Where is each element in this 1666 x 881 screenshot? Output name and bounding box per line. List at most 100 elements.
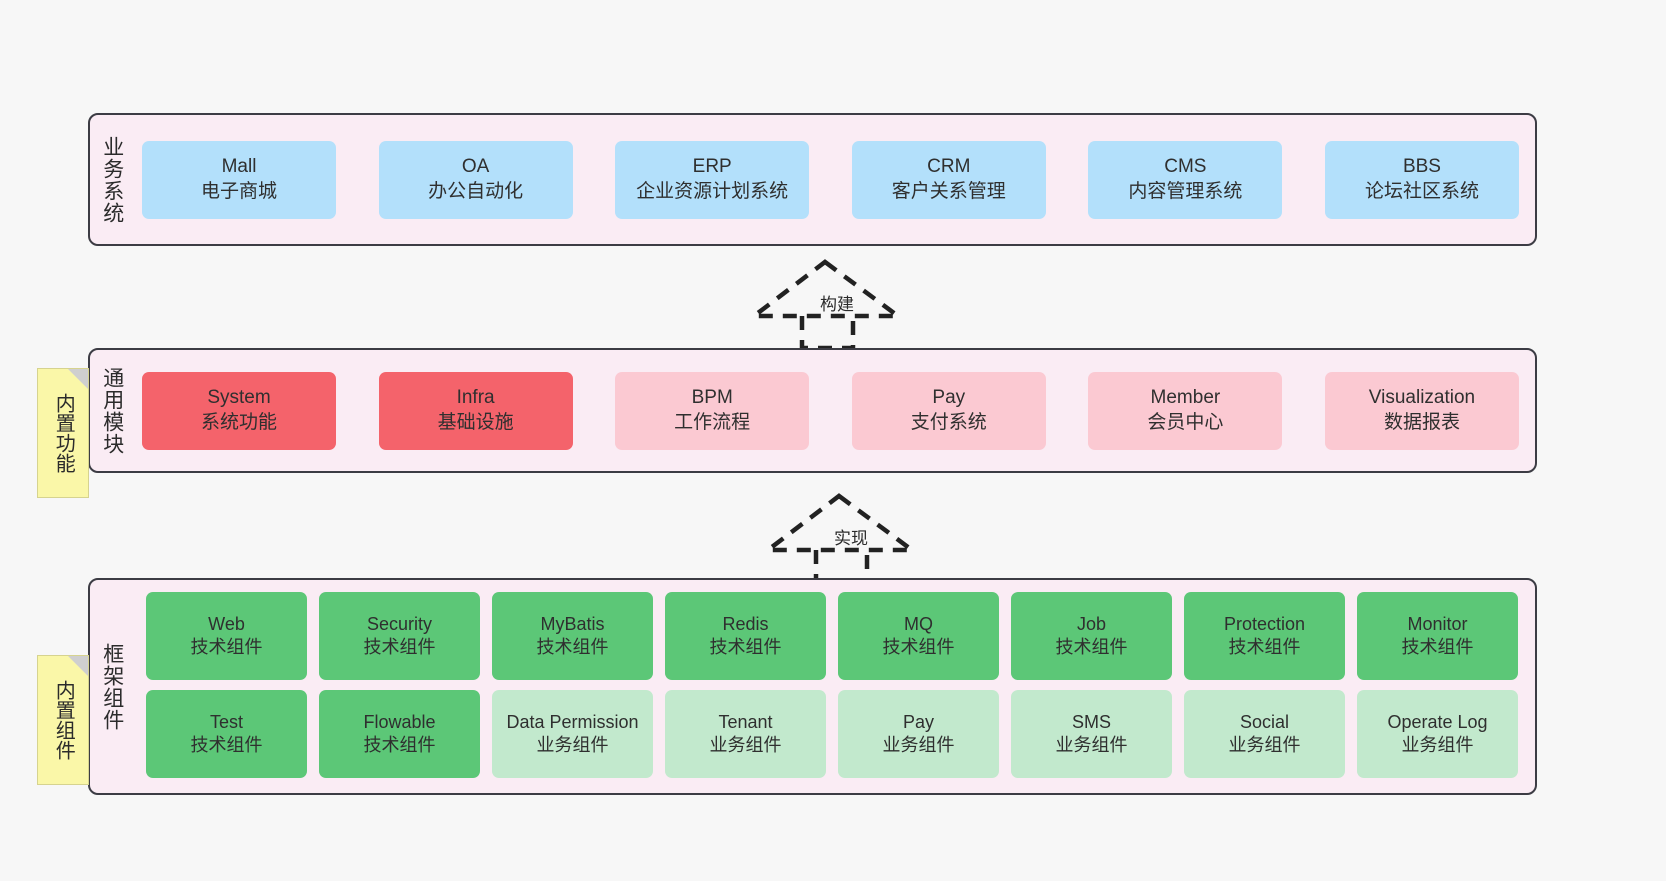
node-subtitle: 支付系统 [910, 411, 987, 433]
layer-title-module: 通用模块 [100, 366, 124, 455]
node-subtitle: 技术组件 [190, 735, 263, 755]
node-redis[interactable]: Redis 技术组件 [665, 592, 826, 680]
node-mall[interactable]: Mall 电子商城 [142, 140, 336, 219]
node-title: OA [461, 156, 490, 178]
node-title: Test [209, 711, 243, 732]
node-title: Flowable [363, 711, 436, 732]
node-subtitle: 业务组件 [882, 735, 955, 755]
node-title: CRM [927, 156, 971, 178]
node-title: SMS [1071, 711, 1111, 732]
node-title: BPM [691, 387, 733, 409]
node-title: Redis [722, 613, 769, 634]
node-title: Job [1076, 613, 1107, 634]
node-job[interactable]: Job 技术组件 [1011, 592, 1172, 680]
node-pay-biz[interactable]: Pay 业务组件 [838, 690, 999, 778]
node-title: Pay [932, 387, 966, 409]
arrow-implement: 实现 [761, 492, 926, 585]
framework-grid: Web 技术组件 Security 技术组件 MyBatis 技术组件 Redi… [146, 592, 1518, 778]
node-subtitle: 业务组件 [1055, 735, 1128, 755]
note-fold-icon [68, 369, 88, 389]
node-subtitle: 技术组件 [536, 637, 609, 657]
node-test[interactable]: Test 技术组件 [146, 690, 307, 778]
node-erp[interactable]: ERP 企业资源计划系统 [615, 140, 810, 219]
node-subtitle: 内容管理系统 [1128, 180, 1243, 202]
node-crm[interactable]: CRM 客户关系管理 [851, 140, 1046, 219]
layer-framework-components: 框架组件 Web 技术组件 Security 技术组件 MyBatis 技术组件… [88, 578, 1537, 795]
node-subtitle: 电子商城 [200, 180, 277, 202]
node-subtitle: 业务组件 [536, 735, 609, 755]
layer-body-framework: Web 技术组件 Security 技术组件 MyBatis 技术组件 Redi… [134, 580, 1535, 793]
layer-business-systems: 业务系统 Mall 电子商城 OA 办公自动化 ERP 企业资源计划系统 CRM… [88, 113, 1537, 246]
node-subtitle: 会员中心 [1147, 411, 1224, 433]
node-protection[interactable]: Protection 技术组件 [1184, 592, 1345, 680]
sticky-note-builtin-function: 内置功能 [37, 368, 89, 498]
node-flowable[interactable]: Flowable 技术组件 [319, 690, 480, 778]
node-member[interactable]: Member 会员中心 [1088, 371, 1283, 450]
node-subtitle: 数据报表 [1383, 411, 1460, 433]
node-subtitle: 技术组件 [709, 637, 782, 657]
node-title: MQ [904, 613, 933, 634]
node-subtitle: 客户关系管理 [891, 180, 1006, 202]
node-title: Monitor [1407, 613, 1468, 634]
node-pay[interactable]: Pay 支付系统 [851, 371, 1046, 450]
node-sms[interactable]: SMS 业务组件 [1011, 690, 1172, 778]
node-subtitle: 技术组件 [882, 637, 955, 657]
node-title: Protection [1223, 613, 1306, 634]
node-monitor[interactable]: Monitor 技术组件 [1357, 592, 1518, 680]
node-title: System [207, 387, 271, 409]
node-bpm[interactable]: BPM 工作流程 [615, 371, 810, 450]
node-title: Tenant [718, 711, 773, 732]
node-data-permission[interactable]: Data Permission 业务组件 [492, 690, 653, 778]
node-title: Web [208, 613, 245, 634]
arrow-implement-label: 实现 [834, 529, 868, 548]
node-subtitle: 技术组件 [363, 637, 436, 657]
node-title: Pay [902, 711, 935, 732]
node-web[interactable]: Web 技术组件 [146, 592, 307, 680]
node-subtitle: 业务组件 [709, 735, 782, 755]
node-title: Visualization [1368, 387, 1476, 409]
layer-body-module: System 系统功能 Infra 基础设施 BPM 工作流程 Pay 支付系统… [134, 350, 1535, 471]
note-text: 内置组件 [52, 680, 75, 760]
node-oa[interactable]: OA 办公自动化 [378, 140, 573, 219]
node-subtitle: 技术组件 [1228, 637, 1301, 657]
node-title: MyBatis [540, 613, 605, 634]
layer-title-framework: 框架组件 [100, 642, 124, 731]
node-system[interactable]: System 系统功能 [142, 371, 336, 450]
node-cms[interactable]: CMS 内容管理系统 [1088, 140, 1283, 219]
node-subtitle: 技术组件 [190, 637, 263, 657]
node-security[interactable]: Security 技术组件 [319, 592, 480, 680]
node-title: Data Permission [506, 711, 639, 732]
node-subtitle: 技术组件 [1055, 637, 1128, 657]
node-subtitle: 技术组件 [1401, 637, 1474, 657]
note-fold-icon [68, 656, 88, 676]
arrow-build: 构建 [747, 258, 912, 351]
node-subtitle: 系统功能 [200, 411, 277, 433]
node-subtitle: 办公自动化 [428, 180, 524, 202]
node-mq[interactable]: MQ 技术组件 [838, 592, 999, 680]
node-title: BBS [1402, 156, 1441, 178]
node-title: Mall [221, 156, 257, 178]
note-text: 内置功能 [52, 393, 75, 473]
node-social[interactable]: Social 业务组件 [1184, 690, 1345, 778]
sticky-note-builtin-component: 内置组件 [37, 655, 89, 785]
node-title: ERP [692, 156, 732, 178]
node-subtitle: 业务组件 [1228, 735, 1301, 755]
layer-title-business: 业务系统 [100, 135, 124, 224]
node-title: CMS [1164, 156, 1207, 178]
node-subtitle: 基础设施 [437, 411, 514, 433]
node-title: Operate Log [1387, 711, 1488, 732]
node-infra[interactable]: Infra 基础设施 [378, 371, 573, 450]
node-bbs[interactable]: BBS 论坛社区系统 [1324, 140, 1519, 219]
node-title: Infra [456, 387, 495, 409]
node-visualization[interactable]: Visualization 数据报表 [1324, 371, 1519, 450]
node-operate-log[interactable]: Operate Log 业务组件 [1357, 690, 1518, 778]
node-subtitle: 业务组件 [1401, 735, 1474, 755]
layer-body-business: Mall 电子商城 OA 办公自动化 ERP 企业资源计划系统 CRM 客户关系… [134, 115, 1535, 244]
node-mybatis[interactable]: MyBatis 技术组件 [492, 592, 653, 680]
node-subtitle: 企业资源计划系统 [636, 180, 789, 202]
node-subtitle: 论坛社区系统 [1364, 180, 1479, 202]
node-subtitle: 工作流程 [674, 411, 751, 433]
node-tenant[interactable]: Tenant 业务组件 [665, 690, 826, 778]
node-title: Social [1239, 711, 1290, 732]
